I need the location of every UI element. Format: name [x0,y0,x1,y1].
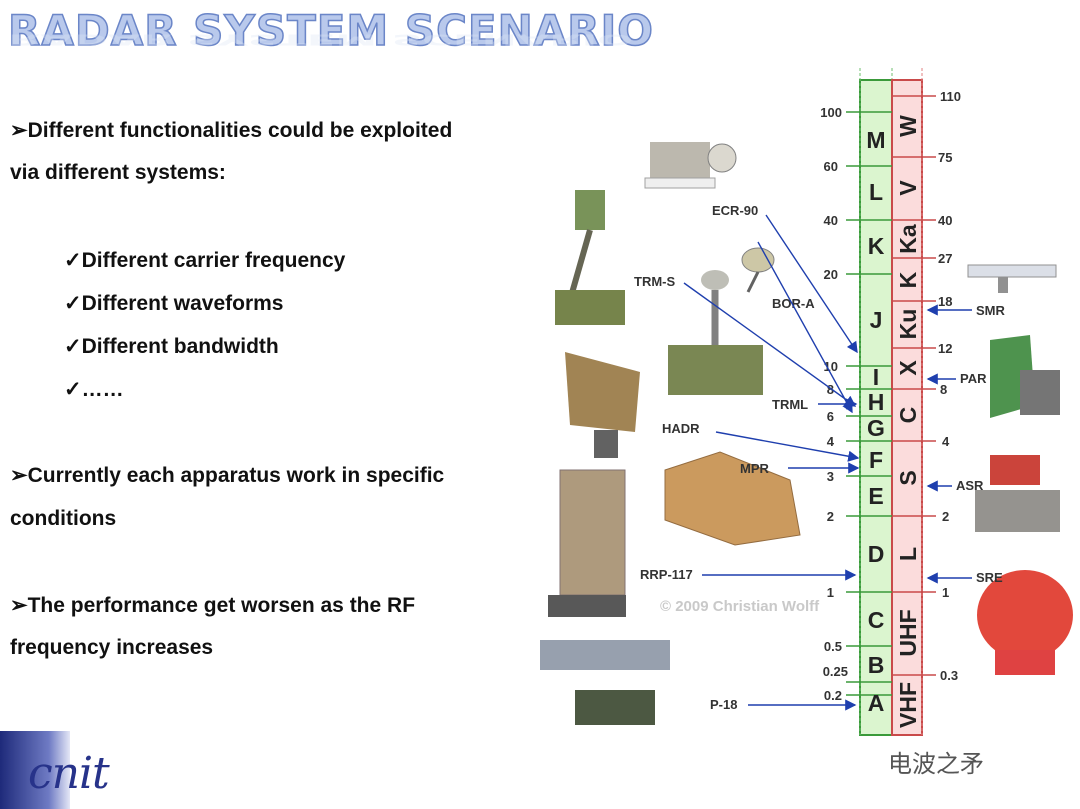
sub-bullet-waveforms: ✓Different waveforms [64,292,284,315]
system-label-smr: SMR [976,303,1006,318]
logo-bar [0,731,70,809]
nato-band-m: M [866,127,885,153]
radar-image-asr [975,455,1060,532]
radar-image-mast [668,270,763,395]
left-tick-label: 0.25 [823,664,848,679]
system-label-par: PAR [960,371,987,386]
left-tick-label: 0.2 [824,688,842,703]
left-tick-label: 20 [824,267,838,282]
left-tick-label: 6 [827,409,834,424]
system-label-hadr: HADR [662,421,700,436]
bullet-3-line-1: ➢The performance get worsen as the RF [10,594,416,617]
radar-image-par [990,335,1060,418]
bullet-2-line-2: conditions [10,507,117,530]
left-tick-label: 0.5 [824,639,842,654]
ieee-band-column [891,79,923,736]
right-tick-label: 75 [938,150,952,165]
nato-band-l: L [869,179,883,205]
ieee-band-uhf: UHF [895,609,921,656]
nato-band-g: G [867,415,885,441]
ieee-band-c: C [895,407,921,424]
radar-image-smr [967,264,1057,293]
system-label-sre: SRE [976,570,1003,585]
sub-bullet-bandwidth: ✓Different bandwidth [64,335,279,358]
radar-image-yagi [540,640,670,725]
system-label-mpr: MPR [740,461,770,476]
radar-image-sre [977,570,1073,675]
right-tick-label: 110 [940,89,961,104]
system-label-ecr90: ECR-90 [712,203,758,218]
nato-band-j: J [870,307,883,333]
sub-bullet-ellipsis: ✓…… [64,378,124,401]
right-tick-label: 12 [938,341,952,356]
nato-band-e: E [868,483,883,509]
right-tick-label: 4 [942,434,950,449]
right-tick-label: 8 [940,382,947,397]
system-label-rrp117: RRP-117 [640,567,693,582]
left-tick-label: 8 [827,382,834,397]
radar-image-truck-tower [555,190,625,325]
left-tick-label: 10 [824,359,838,374]
nato-band-k: K [868,233,885,259]
nato-band-h: H [868,389,885,415]
nato-band-f: F [869,447,883,473]
arrow-bora [757,241,853,414]
left-tick-label: 60 [824,159,838,174]
right-tick-label: 40 [938,213,952,228]
ieee-band-vhf: VHF [895,682,921,728]
system-label-trms: TRM-S [634,274,675,289]
ieee-band-l: L [895,547,921,561]
sub-bullet-carrier: ✓Different carrier frequency [64,249,346,272]
nato-band-i: I [873,364,879,390]
ieee-band-x: X [895,360,921,376]
cnit-logo: cnit [28,748,110,799]
page-title: RADAR SYSTEM SCENARIO [7,5,654,56]
system-label-trml: TRML [772,397,808,412]
nato-band-b: B [868,652,885,678]
right-tick-label: 18 [938,294,952,309]
ieee-band-k: K [895,271,921,288]
bullet-1-line-1: ➢Different functionalities could be expl… [10,119,453,142]
radar-image-ship-array [548,469,626,617]
ieee-band-w: W [895,115,921,137]
right-tick-label: 0.3 [940,668,958,683]
arrow-trms [683,282,857,407]
arrow-hadr [715,431,860,462]
system-label-p18: P-18 [710,697,737,712]
left-tick-label: 2 [827,509,834,524]
bullet-1-line-2: via different systems: [10,161,226,184]
left-tick-label: 4 [827,434,835,449]
ieee-band-s: S [895,470,921,485]
left-tick-label: 1 [827,585,834,600]
radar-image-panel [565,352,640,458]
equipment-illustrations [540,142,1073,725]
nato-band-a: A [868,690,885,716]
nato-band-d: D [868,541,885,567]
right-tick-label: 2 [942,509,949,524]
arrow-ecr90 [765,214,858,354]
ieee-band-ka: Ka [895,224,921,254]
left-tick-label: 100 [820,105,842,120]
radar-image-hadr [664,451,801,546]
nato-band-c: C [868,607,885,633]
system-label-asr: ASR [956,478,984,493]
ieee-band-ku: Ku [895,309,921,340]
ieee-band-v: V [895,180,921,196]
left-tick-label: 40 [824,213,838,228]
bullet-2-line-1: ➢Currently each apparatus work in specif… [10,464,445,487]
bullet-3-line-2: frequency increases [10,636,214,659]
radar-image-dish [741,247,775,293]
right-tick-label: 1 [942,585,949,600]
right-tick-label: 27 [938,251,952,266]
watermark-text: 电波之矛 [888,750,984,778]
system-label-bora: BOR-A [772,296,815,311]
left-tick-label: 3 [827,469,834,484]
copyright-text: © 2009 Christian Wolff [660,598,820,615]
radar-image-top [644,142,737,189]
